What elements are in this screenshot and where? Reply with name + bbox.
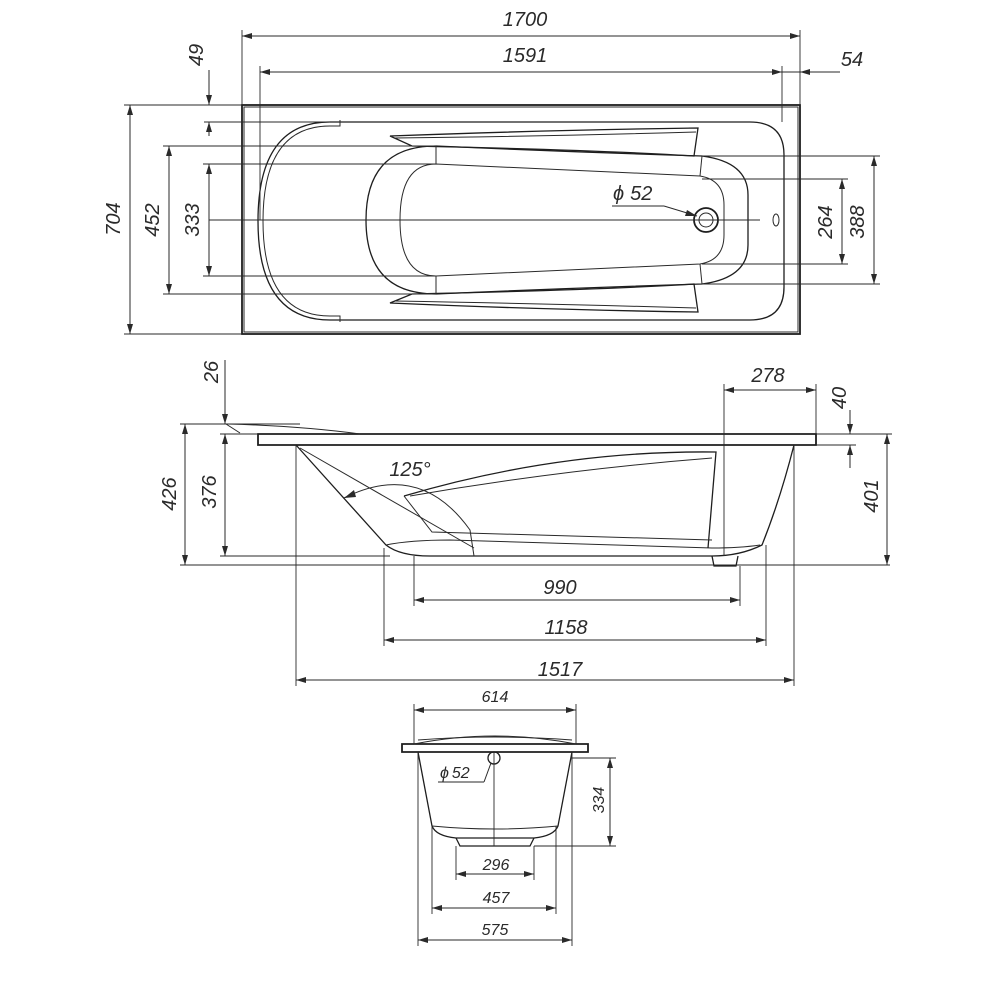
side-view-drain-foot [711,555,739,567]
dim-1158-label: 1158 [544,617,587,639]
dim-452-label: 452 [142,203,164,236]
top-view-armrest-top [389,127,699,157]
end-view-body [417,751,573,839]
dim-990-label: 990 [543,577,576,599]
top-view: 1700 1591 54 49 704 452 [103,9,880,335]
dim-26-label: 26 [201,360,223,384]
dim-575-label: 575 [482,922,509,939]
top-view-armrest-top-crease [394,131,697,139]
dim-401-label: 401 [861,479,883,512]
side-view: 125° 26 426 376 278 40 [159,360,892,686]
top-view-rim-inner-edge [243,106,799,333]
dim-426-label: 426 [159,476,181,510]
dim-614-label: 614 [482,689,509,706]
dim-1700-label: 1700 [503,9,548,31]
dim-457-label: 457 [483,890,511,907]
dim-376-label: 376 [199,474,221,508]
dim-333-label: 333 [182,203,204,236]
dim-388-label: 388 [847,205,869,238]
side-view-armrest [403,451,717,549]
side-view-rim [257,433,817,446]
dim-54-label: 54 [841,49,863,71]
end-view-foot [455,837,535,847]
top-view-bottom-edge-d [699,263,703,285]
top-view-bottom-edge-c [699,155,703,177]
overflow-icon [772,213,780,227]
side-view-headrest-top [227,423,361,435]
dim-334-label: 334 [591,787,608,814]
dim-704-label: 704 [103,202,125,235]
dim-49-label: 49 [186,44,208,66]
dim-1591-label: 1591 [503,45,548,67]
dim-1517-label: 1517 [538,659,583,681]
top-view-armrest-bottom [389,283,699,313]
dim-264-label: 264 [815,205,837,239]
dim-125-label: 125° [389,459,430,481]
end-view-rim-top [413,735,577,745]
top-view-outer-rim [241,104,801,335]
end-view-rim [401,743,589,753]
dim-296-label: 296 [482,857,510,874]
dim-278-label: 278 [750,365,784,387]
side-view-body [295,444,795,557]
dim-40-label: 40 [829,387,851,409]
side-view-backrest [299,447,475,549]
top-view-basin-outline [257,121,785,321]
top-view-armrest-bottom-crease [394,300,697,309]
top-view-headrest-curve [262,120,341,322]
angle-arc [343,484,475,557]
top-view-basin-bottom [399,163,725,277]
